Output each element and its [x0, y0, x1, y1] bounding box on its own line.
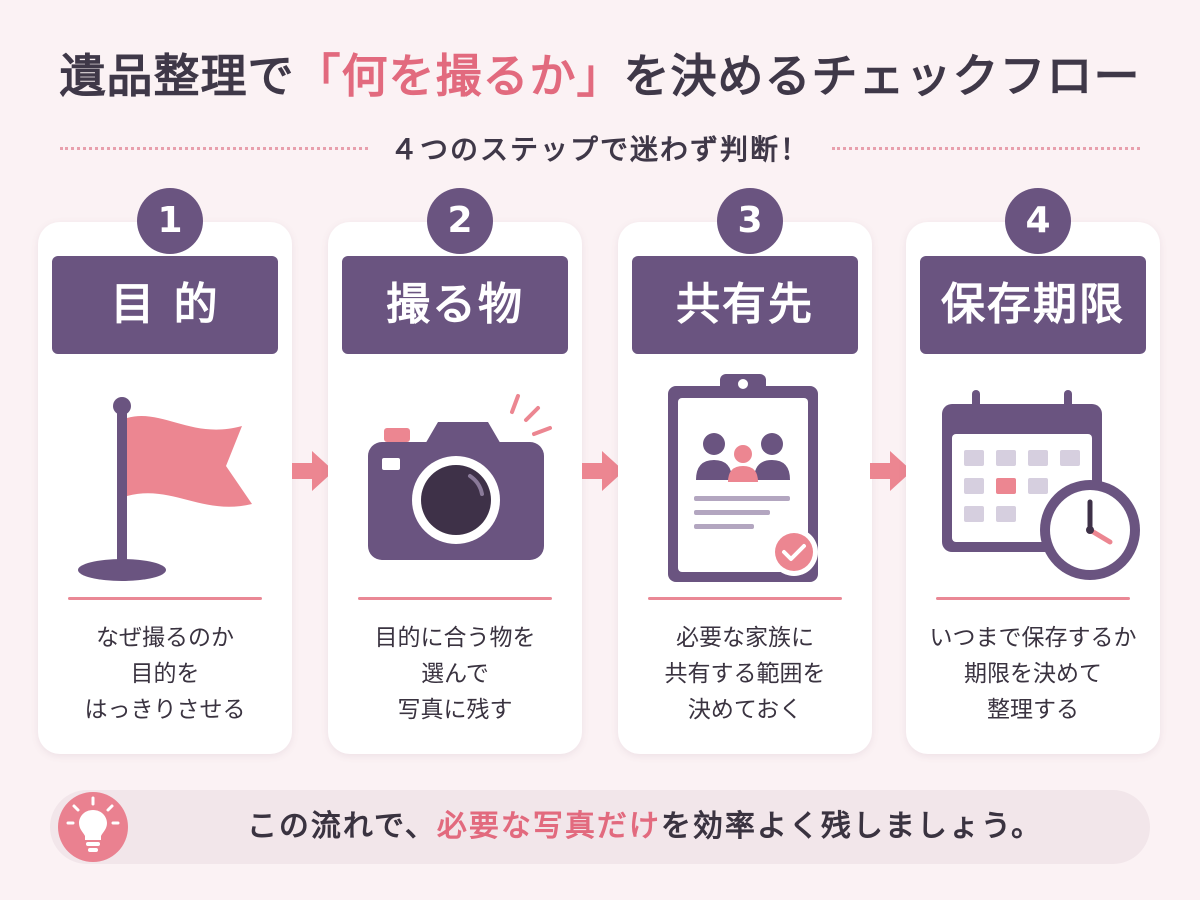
- calendar-clock-icon: [920, 372, 1146, 592]
- dotted-divider-right: [832, 146, 1141, 150]
- title-accent: 「何を撮るか」: [294, 49, 624, 103]
- step-3-number-badge: 3: [717, 188, 783, 254]
- flag-icon: [52, 372, 278, 592]
- dotted-divider-left: [60, 146, 368, 150]
- clipboard-people-icon: [632, 372, 858, 592]
- subtitle: ４つのステップで迷わず判断！: [390, 133, 811, 166]
- arrow-right-icon: [580, 448, 626, 494]
- step-4-number-badge: 4: [1005, 188, 1071, 254]
- step-3-title: 共有先: [632, 256, 858, 354]
- camera-icon: [342, 372, 568, 592]
- tip-text-part-1: この流れで、: [246, 809, 437, 844]
- arrow-right-icon: [868, 448, 914, 494]
- step-1-number-badge: 1: [137, 188, 203, 254]
- step-1-divider: [68, 597, 262, 600]
- step-3-divider: [648, 597, 842, 600]
- step-4-divider: [936, 597, 1130, 600]
- arrow-right-icon: [290, 448, 336, 494]
- title-part-2: を決めるチェックフロー: [623, 49, 1141, 103]
- step-1-description: なぜ撮るのか 目的を はっきりさせる: [84, 625, 246, 723]
- tip-text-part-2: を効率よく残しましょう。: [660, 809, 1044, 844]
- step-card-3: 共有先 必要な家族に 共有する範囲を 決めておく: [618, 222, 872, 754]
- page-title: 遺品整理で「何を撮るか」を決めるチェックフロー: [0, 40, 1200, 106]
- step-1-title: 目 的: [52, 256, 278, 354]
- title-part-1: 遺品整理で: [59, 49, 295, 103]
- lightbulb-icon: [58, 792, 128, 862]
- tip-text: この流れで、必要な写真だけを効率よく残しましょう。: [150, 790, 1140, 864]
- tip-text-accent: 必要な写真だけ: [436, 809, 661, 844]
- step-card-1: 目 的 なぜ撮るのか 目的を はっきりさせる: [38, 222, 292, 754]
- step-2-divider: [358, 597, 552, 600]
- step-2-title: 撮る物: [342, 256, 568, 354]
- step-4-description: いつまで保存するか 期限を決めて 整理する: [929, 625, 1137, 723]
- step-2-description: 目的に合う物を 選んで 写真に残す: [374, 625, 536, 723]
- step-4-title: 保存期限: [920, 256, 1146, 354]
- step-card-4: 保存期限 いつまで保存するか 期限を決めて 整: [906, 222, 1160, 754]
- step-card-2: 撮る物 目的に合う物を 選んで 写真に残す: [328, 222, 582, 754]
- step-2-number-badge: 2: [427, 188, 493, 254]
- tip-banner: [50, 790, 1150, 864]
- step-3-description: 必要な家族に 共有する範囲を 決めておく: [664, 625, 826, 723]
- subtitle-row: ４つのステップで迷わず判断！: [60, 128, 1141, 168]
